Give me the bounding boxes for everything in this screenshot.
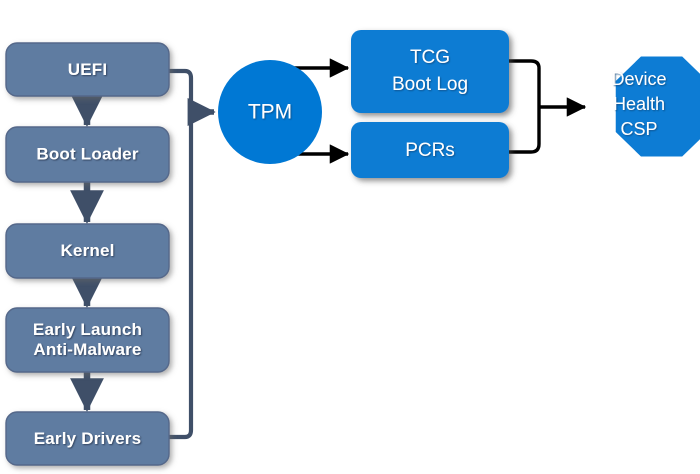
artifact-tcg-boot-log-shape[interactable]	[351, 30, 509, 113]
boot-chain-to-tpm-bracket	[165, 68, 216, 440]
artifact-pcrs-shape[interactable]	[351, 122, 509, 178]
device-health-csp-label-line1: Device	[611, 69, 666, 89]
boot-stage-elam-label-line2: Anti-Malware	[33, 340, 141, 359]
boot-stage-early-drivers[interactable]: Early Drivers	[5, 411, 170, 466]
device-health-csp-shape[interactable]	[615, 56, 700, 157]
tpm-output-connectors	[294, 58, 350, 164]
device-health-csp-node[interactable]: Device Health CSP	[611, 56, 700, 157]
boot-stage-kernel[interactable]: Kernel	[5, 223, 170, 279]
artifact-tcg-boot-log[interactable]: TCG Boot Log	[351, 30, 509, 113]
boot-stage-elam-label-line1: Early Launch	[33, 320, 142, 339]
boot-stage-boot-loader[interactable]: Boot Loader	[5, 126, 170, 183]
boot-stage-uefi-shape[interactable]	[5, 42, 170, 97]
boot-stage-boot-loader-shape[interactable]	[5, 126, 170, 183]
boot-stage-uefi[interactable]: UEFI	[5, 42, 170, 97]
boot-stage-uefi-label: UEFI	[68, 60, 108, 79]
artifact-tcg-boot-log-label-line1: TCG	[410, 47, 450, 68]
artifacts-to-csp-bracket	[507, 59, 587, 154]
boot-stage-early-drivers-shape[interactable]	[5, 411, 170, 466]
tpm-node[interactable]: TPM	[218, 60, 322, 164]
device-health-csp-label-line2: Health	[613, 94, 665, 114]
artifact-tcg-boot-log-label-line2: Boot Log	[392, 74, 468, 95]
tpm-circle-shape[interactable]	[218, 60, 322, 164]
boot-stage-early-drivers-label: Early Drivers	[34, 429, 142, 448]
boot-stage-boot-loader-label: Boot Loader	[36, 144, 138, 163]
boot-stage-kernel-label: Kernel	[60, 241, 114, 260]
artifact-pcrs[interactable]: PCRs	[351, 122, 509, 178]
device-health-csp-label-line3: CSP	[620, 119, 657, 139]
artifact-pcrs-label: PCRs	[405, 140, 455, 161]
tpm-label: TPM	[248, 101, 292, 124]
boot-stage-elam-shape[interactable]	[5, 307, 170, 373]
boot-stage-elam[interactable]: Early Launch Anti-Malware	[5, 307, 170, 373]
boot-stage-kernel-shape[interactable]	[5, 223, 170, 279]
